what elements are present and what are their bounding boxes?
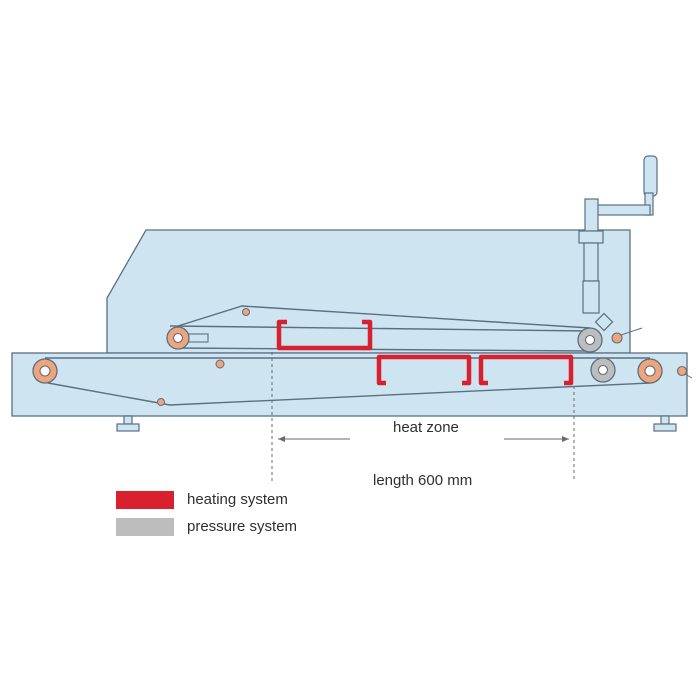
upper-belt-return — [177, 305, 591, 329]
heating-element-upper — [276, 319, 373, 351]
upper-belt — [169, 325, 591, 352]
heat-zone-dimension-arrow-left — [278, 436, 350, 442]
heating-element-lower-left — [376, 354, 472, 386]
legend-swatch-heating — [116, 491, 174, 509]
hand-crank — [578, 155, 658, 332]
heat-zone-length-label: length 600 mm — [373, 472, 473, 489]
roller-left-upper — [166, 326, 190, 350]
roller-right-small — [611, 332, 688, 377]
pressure-roller-upper — [577, 327, 603, 353]
lower-base — [11, 352, 688, 417]
left-foot — [116, 415, 140, 432]
heating-element-lower-right — [478, 354, 574, 386]
right-foot — [653, 415, 677, 432]
heat-zone-dimension-arrow-right — [504, 436, 569, 442]
roller-left-lower — [32, 358, 58, 384]
roller-right-lower — [637, 358, 663, 384]
legend-swatch-pressure — [116, 518, 174, 536]
pressure-roller-lower — [590, 357, 616, 383]
legend-label-pressure: pressure system — [187, 518, 298, 535]
heat-zone-label: heat zone — [393, 419, 459, 436]
legend-label-heating: heating system — [187, 491, 288, 508]
guide-pins — [157, 308, 250, 406]
